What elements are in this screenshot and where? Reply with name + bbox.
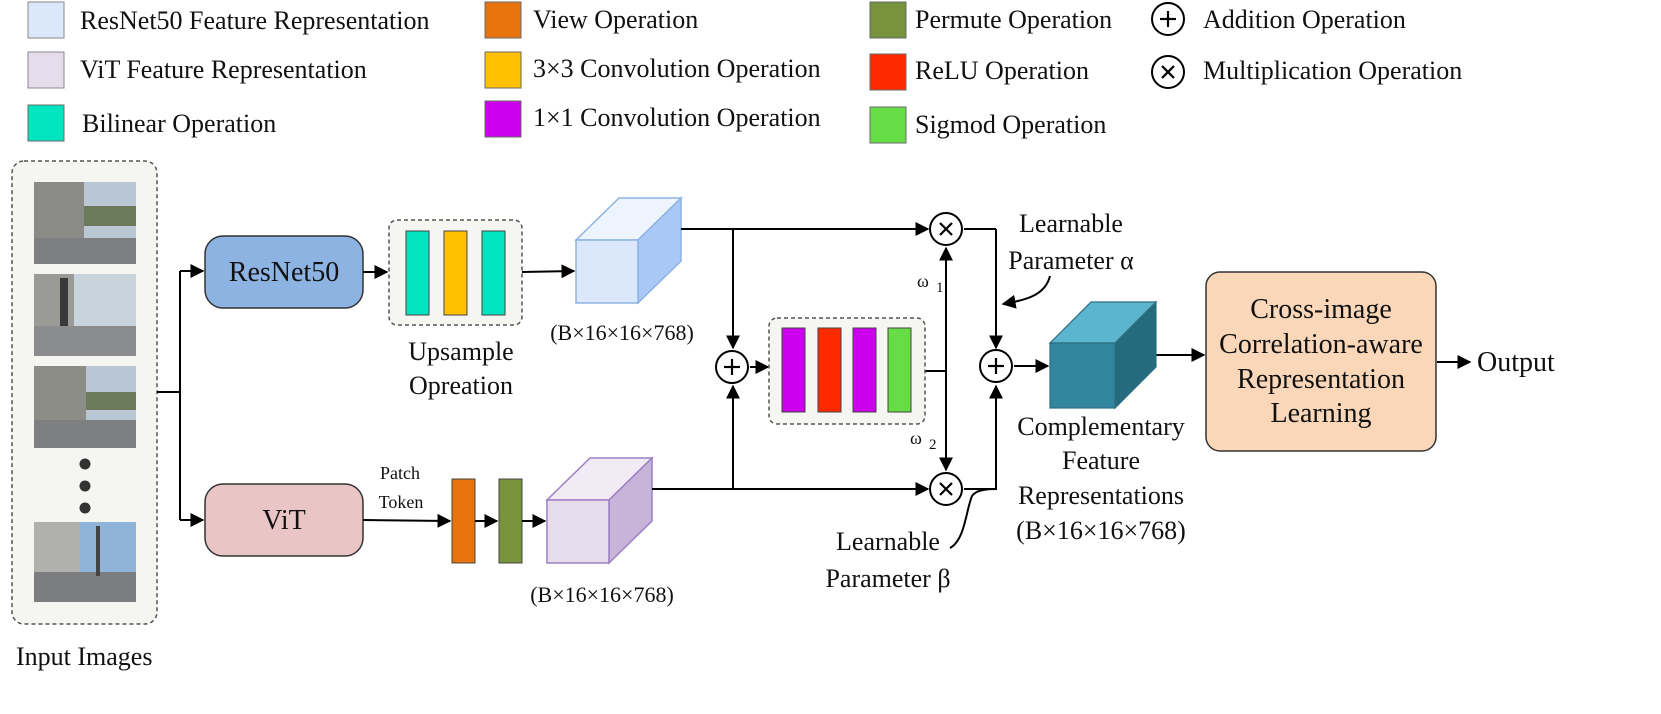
legend-label: View Operation — [533, 5, 698, 34]
street-image-4 — [34, 522, 136, 602]
legend-label: ViT Feature Representation — [80, 55, 367, 84]
learnable-alpha-annotation: Learnable Parameter α — [1001, 209, 1134, 309]
input-fork — [157, 264, 205, 527]
vit-label: ViT — [262, 505, 305, 536]
street-image-1 — [34, 182, 136, 264]
complementary-feature-cube — [1048, 300, 1158, 410]
omega1-label: ω 1 — [917, 271, 944, 296]
view-op — [451, 478, 476, 564]
legend-swatch — [27, 51, 65, 89]
legend-label: 1×1 Convolution Operation — [533, 103, 821, 132]
bilinear-op — [481, 230, 506, 316]
times-circle-icon — [1151, 55, 1185, 89]
legend-swatch — [484, 1, 522, 39]
legend-swatch — [869, 1, 907, 39]
cross-label: Learning — [1270, 398, 1371, 429]
comp-label: Feature — [1062, 446, 1140, 475]
legend-item-view: View Operation — [484, 1, 698, 39]
legend-swatch — [869, 53, 907, 91]
dimension-label: (B×16×16×768) — [550, 320, 694, 345]
street-image-3 — [34, 366, 136, 448]
omega2-symbol: ω — [910, 428, 922, 448]
legend-item-vit-feature: ViT Feature Representation — [27, 51, 367, 89]
comp-label: (B×16×16×768) — [1016, 516, 1186, 545]
upsample-label: Upsample — [408, 337, 513, 366]
omega1-subscript: 1 — [936, 280, 944, 296]
legend-label: ReLU Operation — [915, 56, 1089, 85]
dimension-label: (B×16×16×768) — [530, 582, 674, 607]
legend-label: Bilinear Operation — [82, 109, 276, 138]
legend-item-sigmoid: Sigmod Operation — [869, 106, 1106, 144]
cross-label: Representation — [1237, 364, 1405, 395]
beta-label: Parameter β — [825, 564, 950, 593]
patch-token-label: Token — [379, 492, 424, 512]
legend-item-relu: ReLU Operation — [869, 53, 1089, 91]
resnet-feature-cube: (B×16×16×768) — [550, 196, 694, 345]
addition-node — [715, 350, 749, 384]
omega2-label: ω 2 — [910, 428, 937, 453]
legend-label: 3×3 Convolution Operation — [533, 54, 821, 83]
legend-item-permute: Permute Operation — [869, 1, 1112, 39]
alpha-label: Parameter α — [1008, 246, 1134, 275]
final-addition-node — [979, 349, 1013, 383]
multiplication-node-top — [929, 212, 963, 246]
legend-item-multiplication: Multiplication Operation — [1151, 55, 1462, 89]
omega1-symbol: ω — [917, 271, 929, 291]
legend-item-conv1: 1×1 Convolution Operation — [484, 100, 821, 138]
vit-block: ViT — [204, 483, 364, 557]
legend-swatch — [484, 100, 522, 138]
arrow — [362, 513, 452, 528]
fusion-connectors — [652, 222, 1472, 496]
arrow — [521, 264, 576, 279]
legend-label: ResNet50 Feature Representation — [80, 6, 429, 35]
legend-item-resnet-feature: ResNet50 Feature Representation — [27, 1, 429, 39]
input-images-label: Input Images — [16, 642, 152, 671]
legend: ResNet50 Feature Representation ViT Feat… — [27, 1, 1462, 144]
legend-item-bilinear: Bilinear Operation — [27, 104, 276, 142]
legend-swatch — [484, 51, 522, 89]
bilinear-op — [405, 230, 430, 316]
upsample-label: Opreation — [409, 371, 513, 400]
relu-op — [817, 327, 842, 413]
permute-op — [498, 478, 523, 564]
cross-label: Cross-image — [1250, 294, 1392, 325]
attention-weight-block — [768, 317, 926, 425]
learnable-beta-annotation: Learnable Parameter β — [825, 488, 998, 593]
legend-label: Multiplication Operation — [1203, 56, 1462, 85]
multiplication-node-bottom — [929, 472, 963, 506]
sigmoid-op — [887, 327, 912, 413]
cross-label: Correlation-aware — [1219, 329, 1423, 360]
legend-swatch — [27, 104, 65, 142]
comp-label: Complementary — [1017, 412, 1185, 441]
omega2-subscript: 2 — [929, 437, 937, 453]
resnet50-block: ResNet50 — [204, 235, 364, 309]
alpha-label: Learnable — [1019, 209, 1123, 238]
cross-image-learning-block: Cross-image Correlation-aware Representa… — [1205, 271, 1437, 452]
plus-circle-icon — [1151, 2, 1185, 36]
legend-label: Sigmod Operation — [915, 110, 1106, 139]
resnet50-label: ResNet50 — [229, 257, 339, 288]
conv3x3-op — [443, 230, 468, 316]
comp-label: Representations — [1018, 481, 1184, 510]
conv1x1-op — [852, 327, 877, 413]
legend-label: Permute Operation — [915, 5, 1112, 34]
vit-feature-cube: (B×16×16×768) — [530, 456, 674, 607]
legend-swatch — [869, 106, 907, 144]
output-label: Output — [1477, 347, 1555, 378]
legend-swatch — [27, 1, 65, 39]
street-image-2 — [34, 274, 136, 356]
upsample-block: Upsample Opreation — [388, 219, 523, 400]
input-images-panel: Input Images — [11, 160, 158, 671]
complementary-feature-label: Complementary Feature Representations (B… — [1016, 412, 1186, 545]
ellipsis-dots-icon — [79, 458, 91, 514]
legend-item-addition: Addition Operation — [1151, 2, 1406, 36]
beta-label: Learnable — [836, 527, 940, 556]
legend-item-conv3: 3×3 Convolution Operation — [484, 51, 821, 89]
conv1x1-op — [781, 327, 806, 413]
patch-token-label: Patch — [380, 463, 420, 483]
legend-label: Addition Operation — [1203, 5, 1406, 34]
